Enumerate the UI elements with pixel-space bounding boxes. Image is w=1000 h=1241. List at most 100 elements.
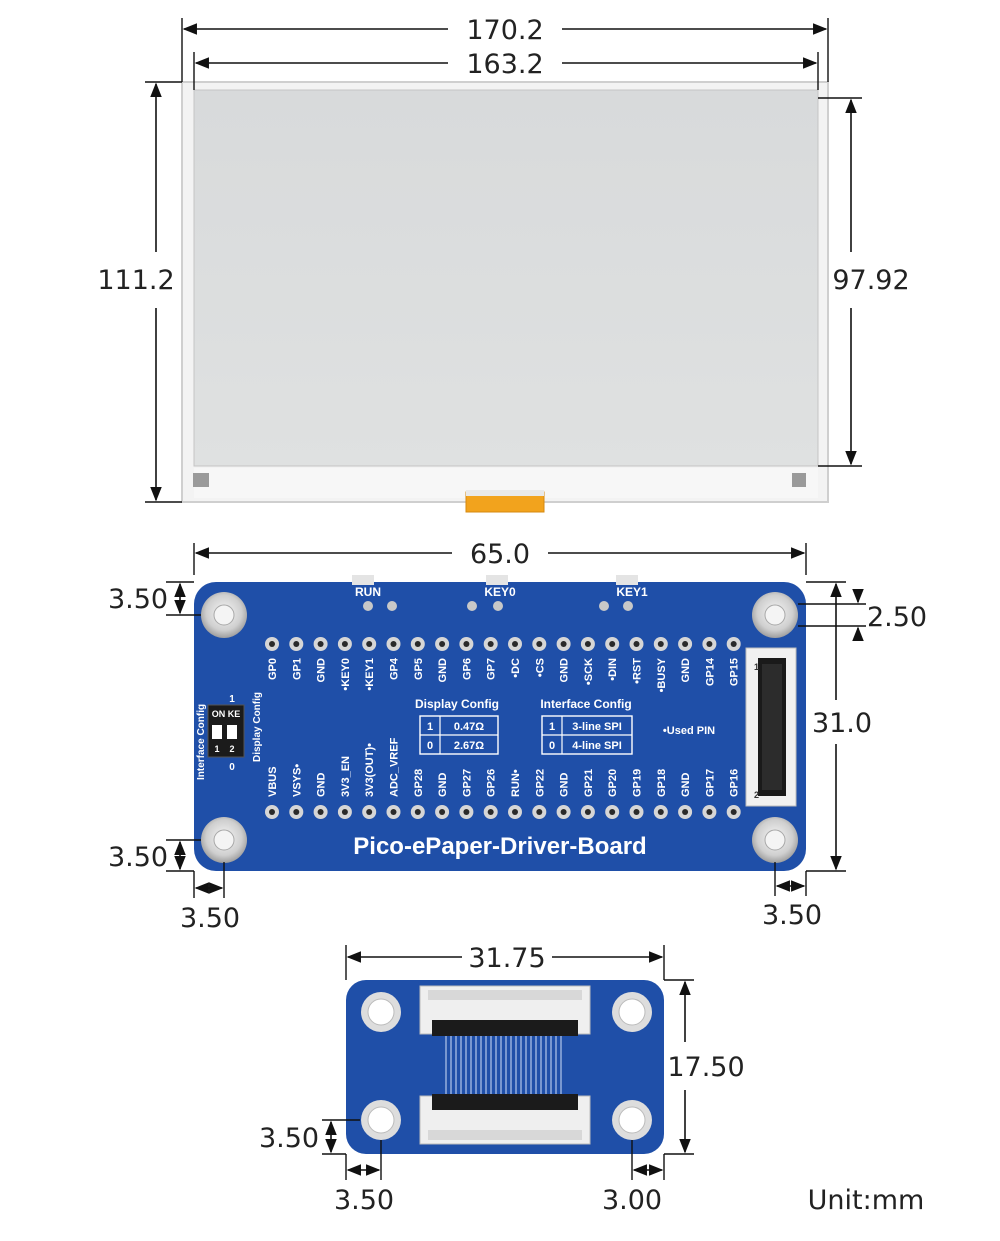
header-pin-hole bbox=[560, 809, 567, 815]
key0-button bbox=[486, 575, 508, 585]
pin-label: GP6 bbox=[461, 658, 473, 680]
led-pad bbox=[623, 601, 633, 611]
header-pin-hole bbox=[633, 809, 640, 815]
pin-label: GND bbox=[437, 773, 449, 798]
pin-label: GP17 bbox=[704, 769, 716, 797]
header-pin-hole bbox=[317, 641, 324, 647]
header-pin-hole bbox=[293, 641, 300, 647]
header-pin-hole bbox=[341, 641, 348, 647]
dim-adapter-hole-offset-right: 3.00 bbox=[602, 1185, 662, 1216]
dim-board-width: 65.0 bbox=[470, 539, 530, 570]
pin-label: GP0 bbox=[267, 658, 279, 680]
fpc-mark-2: 2 bbox=[754, 790, 759, 800]
header-pin-hole bbox=[390, 809, 397, 815]
header-pin-hole bbox=[584, 641, 591, 647]
header-pin-hole bbox=[463, 809, 470, 815]
header-pin-hole bbox=[536, 641, 543, 647]
key1-label: KEY1 bbox=[616, 585, 648, 599]
header-pin-hole bbox=[366, 641, 373, 647]
header-pin-hole bbox=[366, 809, 373, 815]
fpc-connector: 1 2 bbox=[745, 647, 797, 807]
header-pin-hole bbox=[560, 641, 567, 647]
adapter-board-dimensions: 31.75 17.50 3.50 3.50 3.00 bbox=[259, 943, 745, 1216]
epaper-active-area bbox=[193, 89, 819, 467]
led-pad bbox=[363, 601, 373, 611]
pin-label: GP1 bbox=[291, 658, 303, 680]
pin-label: •RST bbox=[632, 658, 644, 684]
pin-label: GND bbox=[316, 773, 328, 798]
mounting-hole-bottom-left bbox=[201, 817, 247, 863]
switch-label-2: 2 bbox=[229, 744, 234, 754]
switch-bottom-mark: 0 bbox=[229, 762, 235, 773]
pin-label: 3V3_EN bbox=[340, 756, 352, 797]
pin-label: VSYS• bbox=[291, 764, 303, 797]
epaper-corner-mark-right bbox=[792, 473, 806, 487]
interface-config-row2-key: 0 bbox=[549, 740, 555, 752]
header-pin-hole bbox=[706, 641, 713, 647]
header-pin-hole bbox=[730, 641, 737, 647]
header-pin-hole bbox=[609, 641, 616, 647]
dim-hole-offset-left: 3.50 bbox=[180, 903, 240, 934]
mounting-hole-top-left bbox=[201, 592, 247, 638]
adapter-hole-bottom-left bbox=[361, 1100, 401, 1140]
adapter-fpc-connector-bottom bbox=[419, 1094, 591, 1145]
header-pin-hole bbox=[657, 809, 664, 815]
fpc-mark-1: 1 bbox=[754, 662, 759, 672]
pin-label: GP21 bbox=[583, 769, 595, 797]
dim-hole-offset-right: 3.50 bbox=[762, 900, 822, 931]
display-config-row2-key: 0 bbox=[427, 740, 433, 752]
led-pad bbox=[493, 601, 503, 611]
pin-label: •CS bbox=[534, 658, 546, 677]
dip-switch: ON KE 1 2 1 0 Interface Config Display C… bbox=[196, 692, 263, 780]
display-config-row1-key: 1 bbox=[427, 721, 433, 733]
interface-config-table: Interface Config 1 3-line SPI 0 4-line S… bbox=[540, 697, 633, 755]
display-config-table: Display Config 1 0.47Ω 0 2.67Ω bbox=[415, 697, 499, 755]
driver-board-dimensions: 65.0 3.50 2.50 31.0 3.50 3.50 3.50 bbox=[108, 539, 927, 934]
switch-top-mark: 1 bbox=[229, 694, 235, 705]
pin-label: GP19 bbox=[632, 769, 644, 797]
header-pin-hole bbox=[269, 809, 275, 815]
switch-label-1: 1 bbox=[214, 744, 219, 754]
interface-config-row2-value: 4-line SPI bbox=[572, 740, 622, 752]
led-pad bbox=[387, 601, 397, 611]
pin-label: GP18 bbox=[656, 769, 668, 797]
header-pin-hole bbox=[341, 809, 348, 815]
adapter-board bbox=[346, 980, 664, 1154]
pin-label: GP15 bbox=[729, 658, 741, 686]
dim-outer-width: 170.2 bbox=[466, 15, 543, 46]
header-pin-hole bbox=[730, 809, 737, 815]
driver-board-pcb bbox=[194, 582, 806, 871]
pin-label: GND bbox=[316, 658, 328, 683]
pin-label: GP27 bbox=[461, 769, 473, 797]
adapter-traces bbox=[445, 1036, 562, 1094]
switch-display-config-label: Display Config bbox=[252, 692, 263, 762]
display-config-row2-value: 2.67Ω bbox=[454, 740, 484, 752]
led-pad bbox=[599, 601, 609, 611]
pin-label: GP4 bbox=[389, 657, 401, 680]
header-pin-hole bbox=[657, 641, 664, 647]
pin-label: GP5 bbox=[413, 658, 425, 680]
interface-config-row1-value: 3-line SPI bbox=[572, 721, 622, 733]
pin-label: GP20 bbox=[607, 769, 619, 797]
header-pin-hole bbox=[439, 641, 446, 647]
header-pin-hole bbox=[512, 641, 518, 647]
dim-hole-offset-bottom: 3.50 bbox=[108, 842, 168, 873]
header-pin-hole bbox=[293, 809, 300, 815]
switch-on-label: ON KE bbox=[212, 709, 241, 719]
pin-label: GND bbox=[680, 658, 692, 683]
run-label: RUN bbox=[355, 585, 381, 599]
header-pin-hole bbox=[414, 809, 421, 815]
switch-interface-config-label: Interface Config bbox=[196, 704, 207, 780]
pin-label: GP16 bbox=[729, 769, 741, 797]
driver-board-title: Pico-ePaper-Driver-Board bbox=[353, 833, 646, 860]
header-pin-hole bbox=[584, 809, 591, 815]
mounting-hole-top-right bbox=[752, 592, 798, 638]
epaper-corner-mark-left bbox=[193, 473, 209, 487]
pin-label: ADC_VREF bbox=[389, 737, 401, 797]
bottom-pin-header bbox=[265, 805, 741, 819]
header-pin-hole bbox=[269, 641, 275, 647]
run-button bbox=[352, 575, 374, 585]
